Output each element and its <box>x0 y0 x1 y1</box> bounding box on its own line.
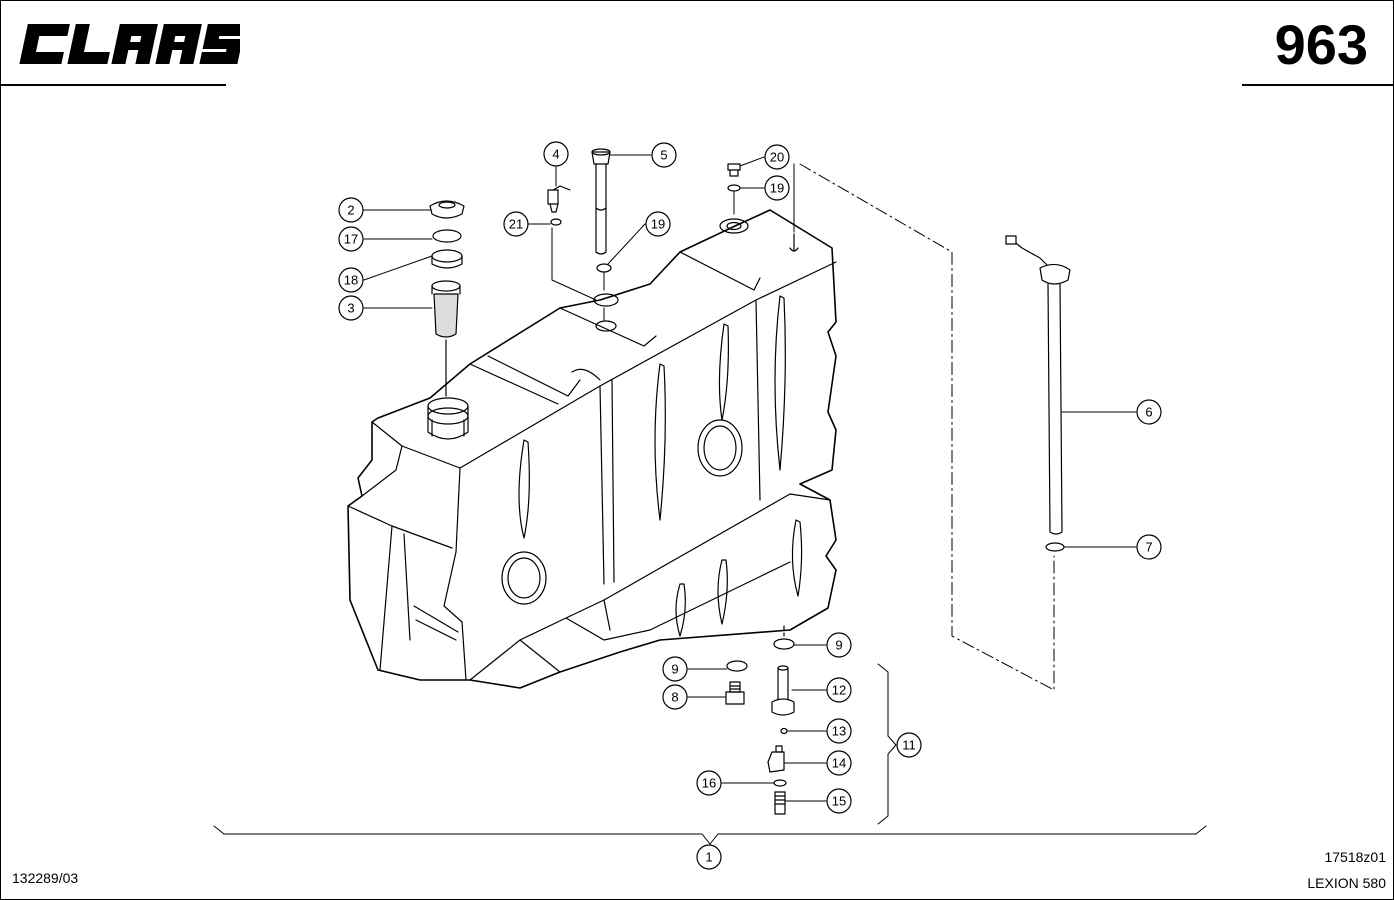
filler-strainer <box>431 280 461 397</box>
fuel-tank <box>347 209 837 689</box>
drain-plug <box>725 681 745 705</box>
callout-4: 4 <box>552 147 559 162</box>
filler-cap <box>429 200 465 219</box>
temperature-sensor <box>547 185 571 213</box>
hose-nozzle <box>774 791 786 815</box>
callout-15: 15 <box>832 794 846 809</box>
assembly-guides <box>551 163 1055 691</box>
callout-3: 3 <box>347 301 354 316</box>
model-name: LEXION 580 <box>1307 875 1386 891</box>
callout-7: 7 <box>1145 540 1152 555</box>
callout-labels: 2 17 18 3 4 21 5 19 20 19 6 7 9 9 8 12 1… <box>344 147 1153 865</box>
o-ring-19-upper <box>727 184 741 192</box>
callout-6: 6 <box>1145 405 1152 420</box>
callout-13: 13 <box>832 724 846 739</box>
claas-logo-icon <box>19 24 246 64</box>
callout-11: 11 <box>902 738 916 753</box>
sender-gasket <box>1045 542 1065 552</box>
callout-9-right: 9 <box>835 638 842 653</box>
callout-19-upper: 19 <box>770 181 784 196</box>
callout-8: 8 <box>671 690 678 705</box>
callout-21: 21 <box>509 217 523 232</box>
o-ring-21 <box>550 218 562 226</box>
o-ring-19-lower <box>596 263 612 273</box>
header-rule-right <box>1242 84 1394 86</box>
callout-17: 17 <box>344 232 358 247</box>
spring-clip <box>780 727 788 735</box>
callout-19-lower: 19 <box>651 217 665 232</box>
callout-9-left: 9 <box>671 662 678 677</box>
drain-seal-ring <box>726 660 748 672</box>
callout-circles <box>338 141 1162 870</box>
callout-12: 12 <box>832 683 846 698</box>
header-rule-left <box>0 84 226 86</box>
callout-20: 20 <box>770 150 784 165</box>
callout-1: 1 <box>705 850 712 865</box>
claas-logo <box>10 14 246 72</box>
callout-2: 2 <box>347 203 354 218</box>
page-number: 963 <box>1274 13 1368 76</box>
seal-ring <box>432 229 462 243</box>
callout-5: 5 <box>660 148 667 163</box>
document-number: 132289/03 <box>12 870 79 886</box>
valve-cap <box>767 745 785 773</box>
callout-16: 16 <box>702 776 716 791</box>
drawing-number: 17518z01 <box>1324 849 1386 865</box>
callout-14: 14 <box>832 756 846 771</box>
sealing-ring <box>431 249 463 269</box>
seal-washer <box>773 779 787 787</box>
drain-valve <box>771 665 795 716</box>
valve-seal-ring <box>773 638 795 650</box>
suction-tube <box>591 148 611 255</box>
fuel-level-sender <box>1005 235 1071 535</box>
callout-18: 18 <box>344 273 358 288</box>
leader-lines <box>213 154 1207 845</box>
screw-plug <box>727 163 741 177</box>
